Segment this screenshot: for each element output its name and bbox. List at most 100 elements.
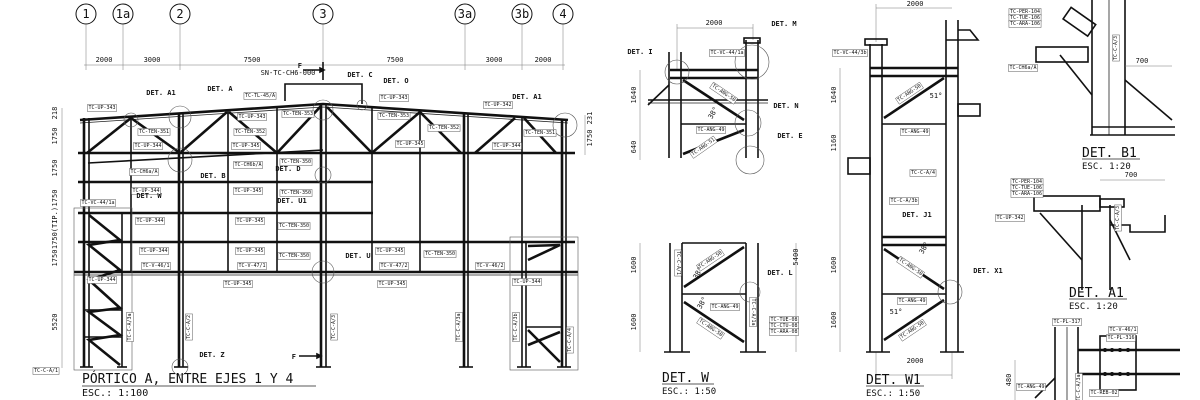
tag-box: [126, 312, 134, 342]
tag-box: [141, 262, 171, 270]
level-dimension: 1750: [51, 128, 59, 145]
tag-box: [512, 278, 542, 286]
member-tag-label: TC-C-A/1a: [750, 298, 756, 325]
right-bracing-tower: [509, 236, 579, 371]
dimension-label: 38°: [707, 106, 720, 121]
member-tag-label: TC-ARA-106: [1012, 191, 1042, 197]
axis-label: 4: [559, 7, 566, 21]
tag-box: [131, 187, 161, 195]
portico-scale: ESC.: 1:100: [82, 388, 148, 399]
section-mark-f-bottom: F: [292, 353, 296, 361]
dimension-label: 640: [630, 141, 638, 154]
tag-box: [279, 158, 313, 166]
member-tag-label: TC-UP-343: [88, 105, 115, 111]
member-tag-label: TC-V-46/2: [476, 263, 503, 269]
member-tag-label: TC-TEN-352: [235, 129, 265, 135]
span-dimension: 2000: [535, 56, 552, 64]
detail-b1-scale: ESC. 1:20: [1082, 162, 1131, 172]
dimension-label: 38°: [918, 241, 931, 256]
tag-box: [897, 297, 927, 305]
detail-callout-circles: [123, 99, 578, 376]
member-tag-label: TC-ANG-50: [900, 320, 926, 340]
tag-box: [674, 249, 682, 277]
member-tag-label: TC-UP-344: [136, 218, 163, 224]
tag-box: [1008, 64, 1038, 72]
member-tag-label: TC-ANG-51: [691, 137, 717, 157]
tag-box: [709, 49, 745, 57]
portico-title: PÓRTICO A, ENTRE EJES 1 Y 4: [82, 371, 293, 387]
detail-callout-label: DET. O: [383, 77, 408, 85]
detail-w-drawing: [639, 242, 797, 353]
member-tag-label: TC-TEN-353: [283, 111, 313, 117]
member-tag-label: TC-UP-344: [513, 279, 540, 285]
member-tag-label: TC-REB-02: [1090, 390, 1117, 396]
member-tag-label: TC-ANG-50: [898, 257, 924, 277]
member-tag-label: TC-TUE-106: [1010, 15, 1040, 21]
tag-box: [1008, 20, 1042, 28]
member-tag-label: TC-UP-344: [134, 143, 161, 149]
tag-box: [1108, 326, 1138, 334]
member-tag-label: TC-V-47/1: [238, 263, 265, 269]
member-tag-label: TC-V-47/2: [380, 263, 407, 269]
detail-w1-title: DET. W1: [866, 373, 921, 388]
member-tag-label: TC-UP-345: [234, 188, 261, 194]
member-tag-label: TC-C-A/3: [1115, 206, 1121, 230]
detail-b1-labels: TC-PER-104TC-TUE-106TC-ARA-106TC-C-A/370…: [1008, 8, 1148, 72]
tag-box: [900, 128, 930, 136]
left-bracing-tower: [73, 207, 133, 371]
tag-box: [455, 312, 463, 342]
tag-box: [277, 252, 311, 260]
tag-box: [1052, 318, 1082, 326]
span-dimension: 3000: [144, 56, 161, 64]
member-tag-label: TC-ANG-50: [698, 250, 724, 270]
dimension-label: 2000: [706, 19, 723, 27]
member-tag-label: TC-C-A/1: [34, 368, 58, 374]
member-tag-label: TC-TEN-351: [525, 130, 555, 136]
member-tag-label: TC-UP-345: [232, 143, 259, 149]
tag-box: [277, 222, 311, 230]
tag-box: [475, 262, 505, 270]
detail-callout-label: DET. D: [275, 165, 300, 173]
dimension-label: 1600: [830, 257, 838, 274]
dimension-label: 1600: [830, 312, 838, 329]
tag-box: [133, 142, 163, 150]
detail-w-title: DET. W: [662, 371, 709, 386]
member-tag-label: TC-ARA-08: [770, 329, 797, 335]
member-tag-label: TC-TEN-350: [425, 251, 455, 257]
tag-box: [1106, 334, 1136, 342]
member-tag-label: TC-UP-344: [493, 143, 520, 149]
tag-box: [710, 303, 740, 311]
tag-box: [483, 101, 513, 109]
level-dimension: 5520: [51, 314, 59, 331]
member-tag-label: TC-UP-345: [376, 248, 403, 254]
detail-callout-label: DET. J1: [902, 211, 932, 219]
dimension-label: 700: [1125, 171, 1138, 179]
member-tag-label: TC-C-A/4: [911, 170, 935, 176]
member-tag-label: TC-C-A/3a: [456, 313, 462, 340]
tag-box: [896, 255, 925, 279]
member-tag-label: TC-C-A/2: [186, 315, 192, 339]
detail-callout-label: DET. N: [773, 102, 798, 110]
member-tag-label: TC-TEN-350: [281, 159, 311, 165]
tag-box: [80, 199, 116, 207]
tag-box: [377, 280, 407, 288]
right-dimension: 1750: [586, 130, 594, 147]
member-tag-label: TC-V-46/1: [1109, 327, 1136, 333]
roof-top-chord-inner: [79, 106, 569, 124]
dimension-label: SN-TC-CH6-000: [261, 69, 316, 77]
right-dimension: 231: [586, 112, 594, 125]
member-tag-label: TC-UP-345: [396, 141, 423, 147]
member-tag-label: TC-TUE-106: [1012, 185, 1042, 191]
detail-callout-label: DET. C: [347, 71, 372, 79]
tag-box: [279, 189, 313, 197]
detail-callout-label: DET. U: [345, 252, 370, 260]
tag-box: [523, 129, 557, 137]
tag-box: [281, 110, 315, 118]
member-tag-label: TC-UP-345: [224, 281, 251, 287]
member-tag-label: TC-UP-342: [996, 215, 1023, 221]
dimension-label: 1640: [830, 87, 838, 104]
tag-box: [87, 104, 117, 112]
